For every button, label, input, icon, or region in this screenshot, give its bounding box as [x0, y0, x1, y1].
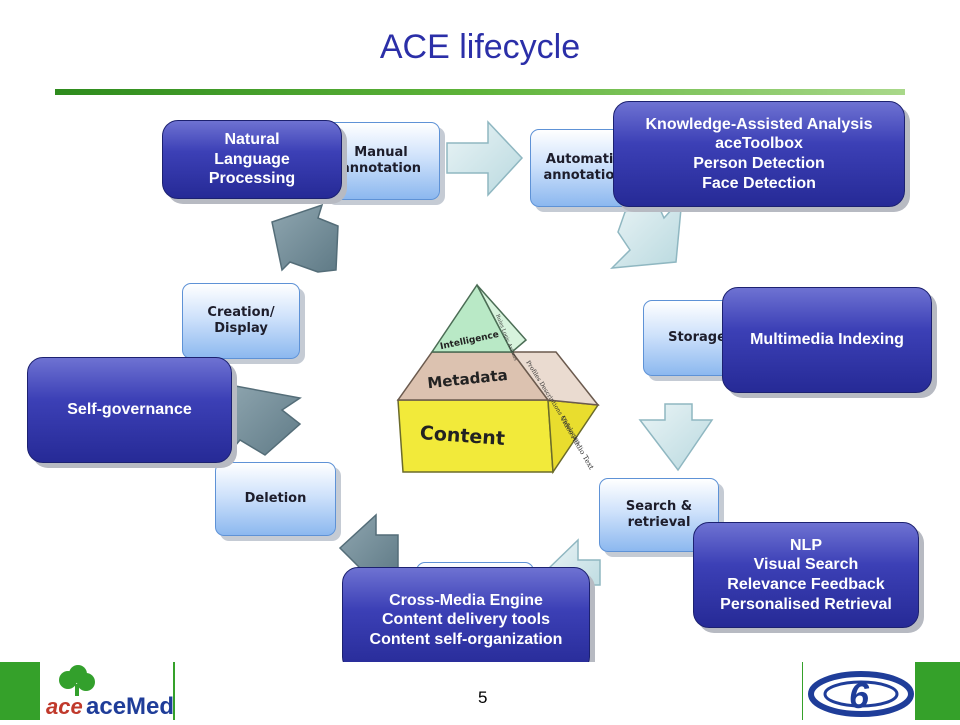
page-number: 5 — [478, 688, 488, 707]
callout-line: Multimedia Indexing — [750, 331, 904, 349]
callout-line: Processing — [208, 170, 296, 188]
fp6-number: 6 — [849, 675, 870, 716]
slide-title: ACE lifecycle — [379, 28, 581, 66]
callout-knowledge-analysis: Knowledge-Assisted Analysis aceToolbox P… — [613, 101, 905, 207]
callout-self-governance: Self-governance — [27, 357, 232, 463]
stage-deletion: Deletion — [215, 462, 336, 536]
pyramid: Intelligence Rules Logic Axioms Metadata… — [396, 283, 600, 475]
fp6-logo: 6 — [803, 662, 915, 720]
acemedia-logo: ace aceMedia — [40, 662, 195, 720]
arrow-deletion-to-creation — [224, 384, 302, 461]
arrow-automatic-to-storage — [609, 195, 683, 269]
callout-line: Content self-organization — [369, 630, 563, 648]
footer-center — [175, 662, 802, 720]
pyramid-intelligence-side — [476, 284, 528, 354]
stage-creation-display: Creation/ Display — [182, 283, 300, 359]
callout-line: Relevance Feedback — [727, 576, 885, 593]
callout-line: Cross-Media Engine — [389, 591, 543, 609]
acemedia-wordmark: aceMedia — [86, 693, 173, 720]
arrow-storage-to-search — [638, 403, 714, 472]
callout-multimedia-indexing: Multimedia Indexing — [722, 287, 932, 393]
title-underline — [55, 89, 905, 95]
callout-cross-media: Cross-Media Engine Content delivery tool… — [342, 567, 590, 673]
callout-line: Content delivery tools — [381, 611, 551, 629]
fp6-emblem-icon: 6 — [808, 671, 914, 717]
arrow-creation-to-manual — [271, 203, 339, 273]
callout-line: aceToolbox — [715, 135, 803, 153]
callout-line: Self-governance — [67, 401, 192, 419]
svg-text:ace: ace — [46, 694, 83, 719]
clover-icon: ace aceMedia — [46, 665, 195, 720]
callout-search-tools: NLP Visual Search Relevance Feedback Per… — [693, 522, 919, 628]
callout-line: Personalised Retrieval — [720, 595, 892, 613]
callout-natural-language-processing: Natural Language Processing — [162, 120, 342, 199]
callout-line: Knowledge-Assisted Analysis — [645, 115, 873, 133]
arrow-manual-to-automatic — [446, 120, 524, 197]
callout-line: NLP — [790, 536, 822, 554]
callout-line: Language — [214, 150, 290, 168]
callout-line: Face Detection — [702, 174, 816, 192]
callout-line: Natural — [224, 131, 280, 149]
callout-line: Person Detection — [693, 155, 825, 172]
pyramid-metadata-side — [510, 351, 600, 406]
callout-line: Visual Search — [753, 556, 859, 574]
